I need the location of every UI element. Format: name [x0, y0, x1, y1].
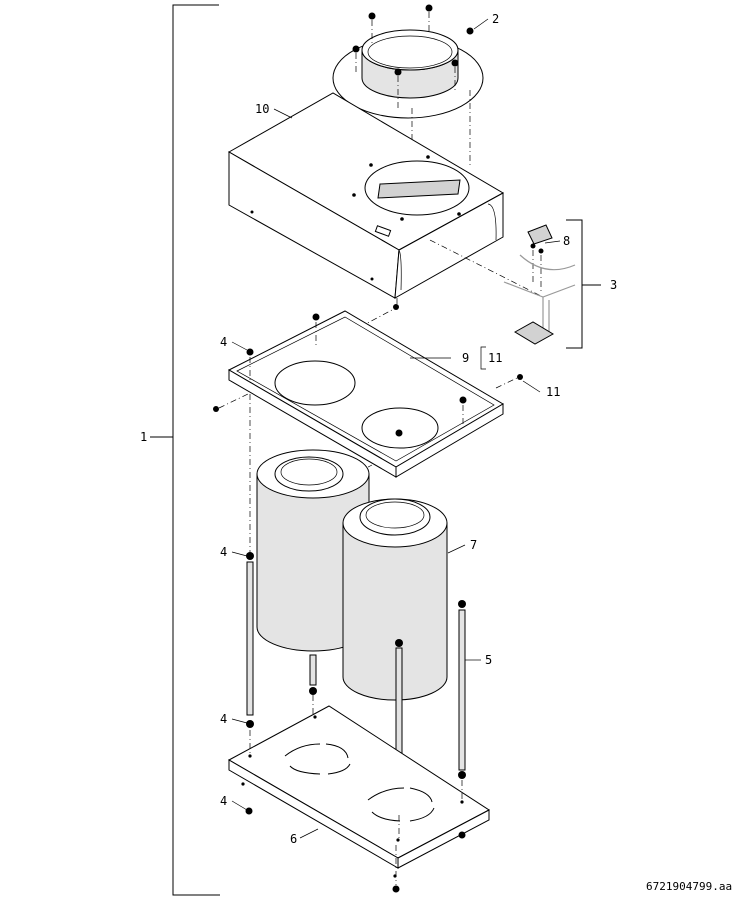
callout-leaders	[231, 18, 561, 839]
callout-7: 7	[470, 538, 477, 552]
cylinder-right-7	[342, 498, 448, 701]
callout-8: 8	[563, 234, 570, 248]
cylinder-left	[256, 449, 370, 686]
callout-4-low: 4	[220, 712, 227, 726]
base-plate-6	[227, 705, 490, 893]
callout-11: 11	[546, 385, 560, 399]
sensor-bracket-3	[503, 219, 601, 349]
callout-1: 1	[140, 430, 147, 444]
callout-4-top: 4	[220, 335, 227, 349]
callout-9: 9	[462, 351, 469, 365]
top-collar	[332, 29, 484, 119]
top-housing-10	[227, 92, 505, 299]
callout-6: 6	[290, 832, 297, 846]
callout-5: 5	[485, 653, 492, 667]
document-id: 6721904799.aa	[646, 880, 732, 893]
callout-9-sub-11: 11	[488, 351, 502, 365]
callout-4-mid: 4	[220, 545, 227, 559]
callout-4-bottom: 4	[220, 794, 227, 808]
assembly-bracket-1	[150, 4, 220, 896]
middle-tray-9	[227, 310, 504, 478]
callout-10: 10	[255, 102, 269, 116]
callout-2: 2	[492, 12, 499, 26]
callout-3: 3	[610, 278, 617, 292]
